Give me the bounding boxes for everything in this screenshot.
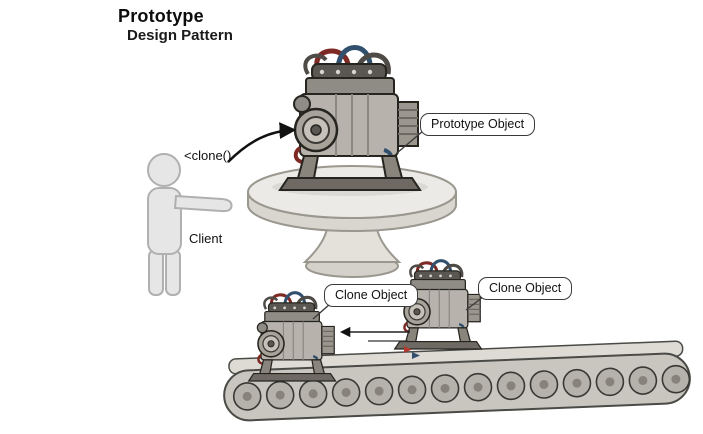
subtitle-text: Design Pattern [127, 26, 233, 44]
red-mark [404, 346, 412, 353]
clone-object-callout-2: Clone Object [478, 277, 573, 300]
roller-hubs [242, 374, 681, 401]
client-head [147, 153, 181, 187]
client-leg-right [165, 249, 181, 296]
clone-call-arrow [227, 122, 297, 163]
clone2-callout-connector [465, 296, 484, 311]
client-figure [147, 153, 233, 296]
title-text: Prototype [118, 6, 204, 26]
belt-direction-arrow [339, 326, 420, 359]
clone-call-label: <clone() [184, 148, 232, 163]
prototype-object-callout: Prototype Object [420, 113, 536, 136]
client-leg-left [148, 249, 164, 296]
client-torso [147, 187, 182, 255]
clone1-callout-connector [312, 303, 331, 320]
conveyor-belt [223, 340, 691, 422]
diagram-title: Prototype Design Pattern [118, 6, 233, 44]
callout-connectors [312, 130, 484, 320]
blue-mark [412, 352, 420, 359]
clone-object-callout-1: Clone Object [324, 284, 419, 307]
client-label: Client [189, 231, 223, 246]
prototype-callout-connector [396, 130, 424, 154]
client-arm [173, 194, 233, 213]
